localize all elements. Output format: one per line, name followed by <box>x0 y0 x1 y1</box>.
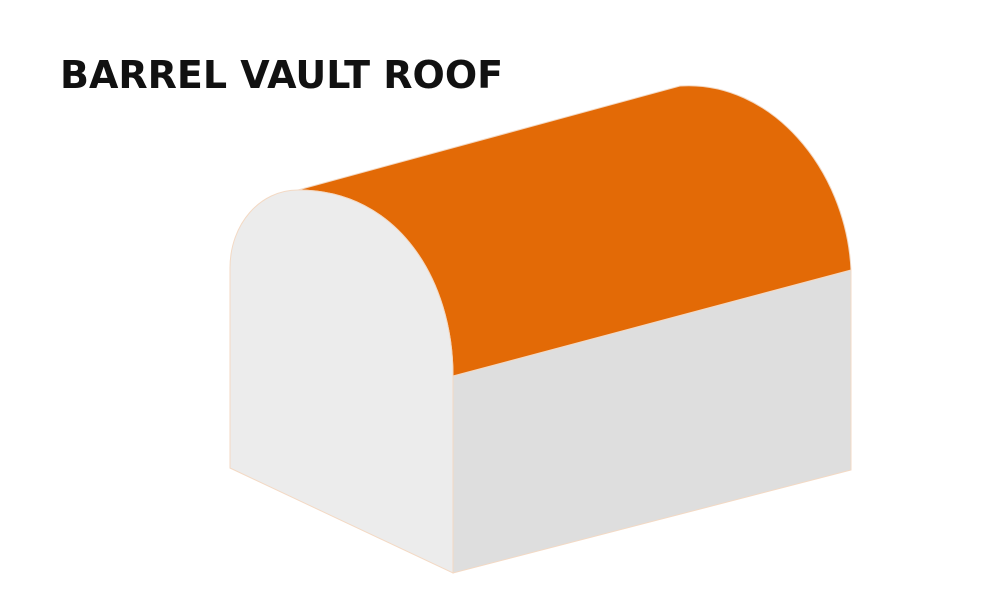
end-wall <box>229 189 454 574</box>
diagram-title: BARREL VAULT ROOF <box>60 53 504 97</box>
